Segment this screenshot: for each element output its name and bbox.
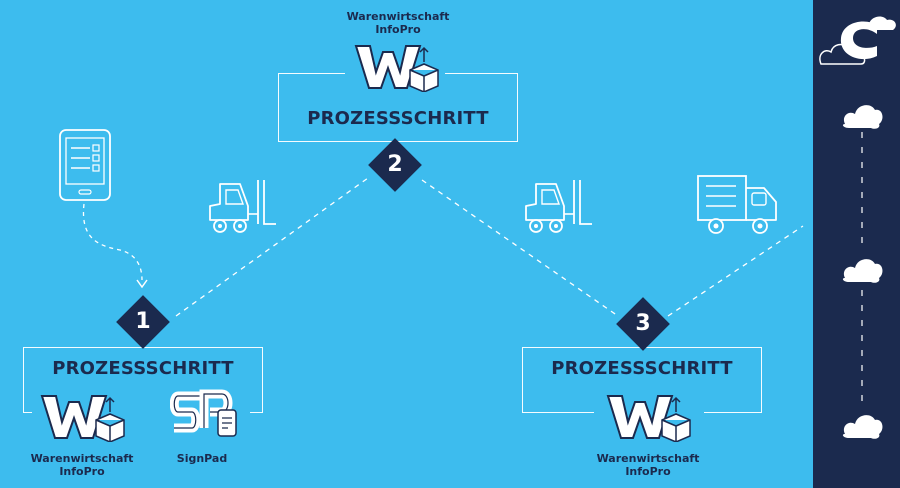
connector-3-truck bbox=[667, 225, 804, 317]
step-2-title: PROZESSSCHRITT bbox=[307, 108, 489, 129]
caption-line: InfoPro bbox=[375, 23, 421, 36]
cloud-icon bbox=[842, 105, 883, 129]
forklift-icon bbox=[209, 180, 276, 233]
caption-line: Warenwirtschaft bbox=[30, 452, 134, 465]
delivery-truck-icon bbox=[697, 175, 777, 234]
warenwirtschaft-logo-icon bbox=[354, 45, 439, 92]
warenwirtschaft-logo-icon bbox=[606, 395, 691, 442]
step-2-number: 2 bbox=[387, 152, 403, 177]
signpad-logo-icon bbox=[170, 389, 237, 437]
arrow-head bbox=[136, 279, 148, 289]
step-2-logo-caption: Warenwirtschaft InfoPro bbox=[338, 10, 458, 36]
warenwirtschaft-logo-icon bbox=[40, 395, 125, 442]
cloud-icon bbox=[842, 259, 883, 283]
step-3-logo-caption: Warenwirtschaft InfoPro bbox=[588, 452, 708, 478]
caption-line: InfoPro bbox=[625, 465, 671, 478]
connector-lines bbox=[82, 177, 804, 317]
step-1-signpad-caption: SignPad bbox=[166, 452, 238, 465]
step-3-number: 3 bbox=[635, 311, 651, 336]
step-1-logo-caption: Warenwirtschaft InfoPro bbox=[22, 452, 142, 478]
caption-line: Warenwirtschaft bbox=[346, 10, 450, 23]
step-1-number: 1 bbox=[135, 309, 151, 334]
step-1-title: PROZESSSCHRITT bbox=[52, 358, 234, 379]
cloud-icon bbox=[842, 415, 883, 439]
step-3-title: PROZESSSCHRITT bbox=[551, 358, 733, 379]
forklift-icon bbox=[525, 180, 592, 233]
sidebar-graphics bbox=[819, 16, 896, 439]
caption-line: SignPad bbox=[176, 452, 228, 465]
sidebar bbox=[813, 0, 900, 488]
connector-tablet-1 bbox=[82, 203, 143, 281]
caption-line: Warenwirtschaft bbox=[596, 452, 700, 465]
cloud-c-logo-icon bbox=[819, 16, 896, 65]
tablet-checklist-icon bbox=[59, 129, 111, 201]
caption-line: InfoPro bbox=[59, 465, 105, 478]
